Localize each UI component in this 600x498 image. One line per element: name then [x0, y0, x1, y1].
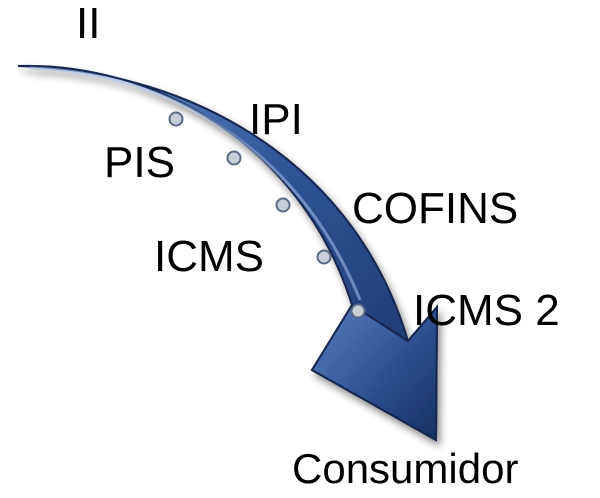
tax-dot-3 [275, 197, 291, 213]
tax-dots [168, 111, 366, 319]
label-cofins: COFINS [352, 184, 519, 233]
arrow-highlight [29, 66, 362, 301]
label-icms: ICMS [154, 232, 264, 281]
arrow-body [17, 64, 439, 442]
tax-dot-4 [316, 249, 332, 265]
label-icms-2: ICMS 2 [413, 286, 560, 335]
tax-dot-5 [350, 303, 366, 319]
label-ipi: IPI [249, 95, 303, 144]
tax-dot-1 [168, 111, 184, 127]
label-pis: PIS [104, 138, 175, 187]
arrow-head [310, 303, 439, 442]
label-consumidor: Consumidor [292, 445, 519, 492]
tax-dot-2 [226, 150, 242, 166]
label-ii: II [76, 0, 101, 48]
